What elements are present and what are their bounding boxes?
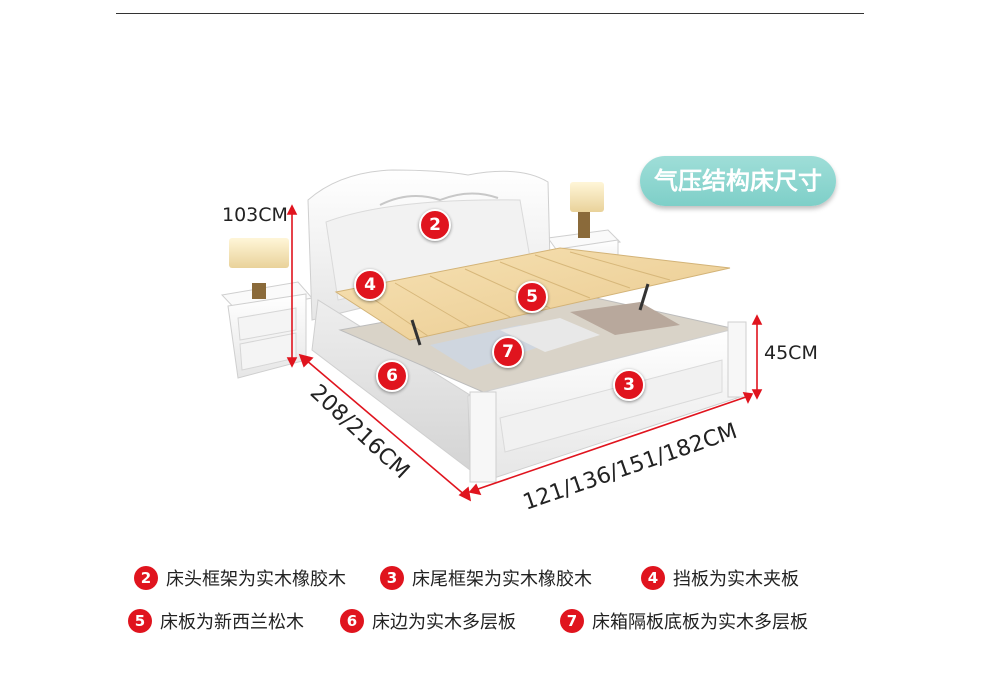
size-title-badge: 气压结构床尺寸 <box>640 156 836 206</box>
marker-footboard-3: 3 <box>613 369 645 401</box>
marker-slats-5: 5 <box>516 281 548 313</box>
marker-side-6: 6 <box>376 360 408 392</box>
legend-item-6: 6 床边为实木多层板 <box>340 608 516 634</box>
legend-number: 4 <box>641 566 665 590</box>
footboard <box>467 321 747 483</box>
bed-height-label: 45CM <box>764 342 818 364</box>
legend-text: 床箱隔板底板为实木多层板 <box>592 612 808 633</box>
legend-item-4: 4 挡板为实木夹板 <box>641 565 799 591</box>
marker-headboard-2: 2 <box>419 209 451 241</box>
legend-number: 7 <box>560 609 584 633</box>
legend-text: 床头框架为实木橡胶木 <box>166 569 346 590</box>
legend-number: 3 <box>380 566 404 590</box>
legend-item-7: 7 床箱隔板底板为实木多层板 <box>560 608 808 634</box>
dimension-lines <box>286 204 763 502</box>
legend-text: 挡板为实木夹板 <box>673 569 799 590</box>
legend-text: 床边为实木多层板 <box>372 612 516 633</box>
legend-item-3: 3 床尾框架为实木橡胶木 <box>380 565 592 591</box>
legend-number: 2 <box>134 566 158 590</box>
legend-text: 床尾框架为实木橡胶木 <box>412 569 592 590</box>
legend-number: 6 <box>340 609 364 633</box>
left-nightstand <box>220 238 313 379</box>
marker-divider-7: 7 <box>492 336 524 368</box>
legend-item-5: 5 床板为新西兰松木 <box>128 608 304 634</box>
headboard-height-label: 103CM <box>222 204 288 226</box>
legend-number: 5 <box>128 609 152 633</box>
legend-item-2: 2 床头框架为实木橡胶木 <box>134 565 346 591</box>
top-divider <box>116 13 864 14</box>
legend-text: 床板为新西兰松木 <box>160 612 304 633</box>
marker-panel-4: 4 <box>354 269 386 301</box>
